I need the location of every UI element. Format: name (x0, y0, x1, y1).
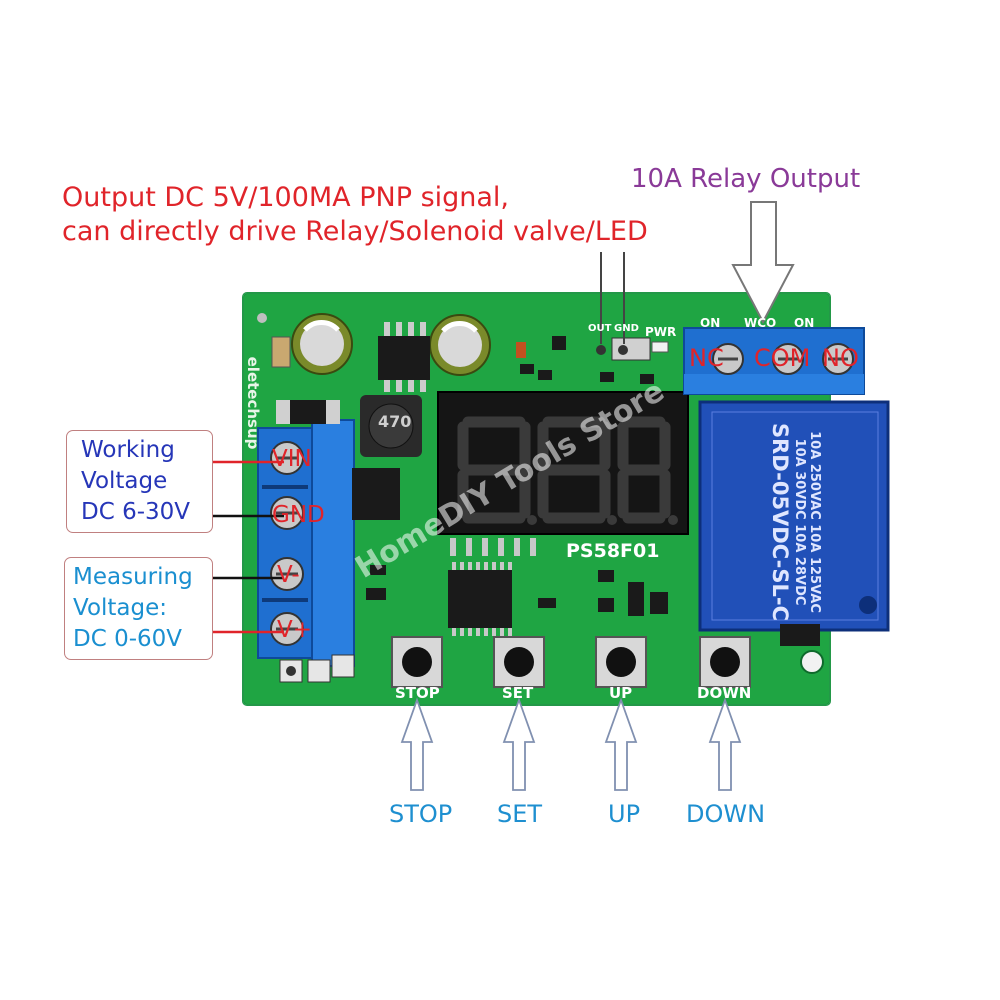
output-signal-note-line1: Output DC 5V/100MA PNP signal, (62, 182, 510, 213)
relay-terminal-block (683, 327, 865, 395)
terminal-gnd: GND (272, 502, 325, 528)
seven-segment-display (437, 391, 689, 535)
relay (698, 400, 890, 632)
relay-output-arrow (731, 201, 795, 325)
terminal-v-minus: V- (277, 562, 300, 588)
stop-button-label: STOP (389, 800, 453, 828)
terminal-vin: VIN (272, 446, 312, 472)
relay-rating-line2: 10A 30VDC 10A 28VDC (792, 438, 807, 606)
relay-terminal-nc: NC (689, 344, 724, 372)
silk-down: DOWN (697, 684, 752, 702)
mounting-hole (800, 650, 824, 674)
terminal-v-plus: V+ (277, 617, 313, 643)
relay-model: SRD-05VDC-SL-C (768, 423, 792, 621)
measuring-voltage-line3: DC 0-60V (73, 626, 183, 652)
silk-com: WCO (744, 316, 777, 330)
silk-out: OUT (588, 323, 612, 334)
measuring-voltage-line2: Voltage: (73, 595, 168, 621)
silk-gnd: GND (614, 323, 639, 334)
working-voltage-line1: Working (81, 437, 175, 463)
silk-stop: STOP (395, 684, 440, 702)
down-button-label: DOWN (686, 800, 766, 828)
mcu-chip (448, 570, 512, 628)
working-voltage-callout: Working Voltage DC 6-30V (66, 430, 213, 533)
working-voltage-line3: DC 6-30V (81, 499, 191, 525)
relay-terminal-no: NO (822, 344, 859, 372)
up-button-label: UP (608, 800, 641, 828)
working-voltage-line2: Voltage (81, 468, 168, 494)
silk-set: SET (502, 684, 534, 702)
capacitor-left (291, 313, 353, 375)
relay-marking: 10A 250VAC 10A 125VAC 10A 30VDC 10A 28VD… (768, 387, 822, 657)
relay-terminal-com: COM (754, 344, 811, 372)
silk-pwr: PWR (645, 325, 677, 339)
silk-no: ON (794, 316, 815, 330)
display-digits (457, 416, 671, 524)
silk-up: UP (609, 684, 633, 702)
silk-nc: ON (700, 316, 721, 330)
set-button-label: SET (497, 800, 543, 828)
button-arrows (400, 697, 742, 791)
input-terminal-block (257, 419, 355, 667)
silk-brand: eletechsup (244, 356, 262, 450)
relay-rating-line1: 10A 250VAC 10A 125VAC (807, 431, 822, 613)
measuring-voltage-callout: Measuring Voltage: DC 0-60V (64, 557, 213, 660)
inductor-marking: 470 (378, 412, 412, 431)
capacitor-right (429, 314, 491, 376)
output-signal-note-line2: can directly drive Relay/Solenoid valve/… (62, 216, 648, 247)
measuring-voltage-line1: Measuring (73, 564, 193, 590)
relay-output-note: 10A Relay Output (631, 164, 861, 194)
tactile-buttons (391, 636, 751, 688)
board-model: PS58F01 (566, 540, 660, 562)
